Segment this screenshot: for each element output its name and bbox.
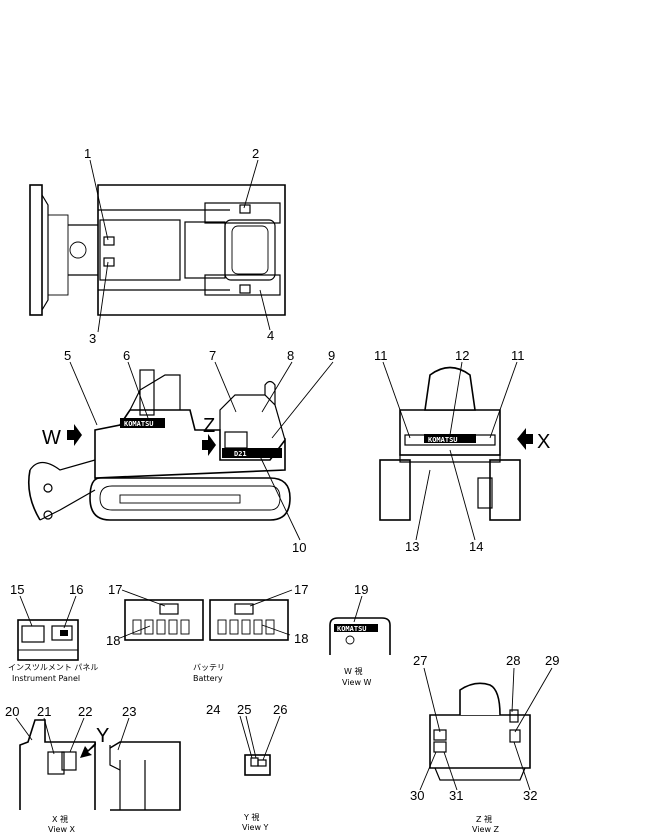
instrument-panel-caption-jp: インスツルメント パネル — [8, 663, 98, 672]
callout-19: 19 — [354, 582, 368, 597]
callout-2: 2 — [252, 146, 259, 161]
view-y-caption-jp: Y 視 — [243, 813, 259, 822]
view-x-drawing — [19, 719, 181, 811]
callout-10: 10 — [292, 540, 306, 555]
komatsu-plate-rear: KOMATSU — [428, 436, 458, 444]
callout-16: 16 — [69, 582, 83, 597]
callout-11-left: 11 — [374, 348, 388, 363]
view-w-marker: W — [42, 427, 61, 449]
top-view-drawing — [29, 184, 286, 316]
callout-20: 20 — [5, 704, 19, 719]
callout-1: 1 — [84, 146, 91, 161]
y-arrow-icon — [80, 742, 96, 758]
view-z-caption-en: View Z — [472, 825, 500, 833]
view-w-caption-jp: W 視 — [344, 667, 362, 676]
view-y-caption-en: View Y — [242, 823, 269, 832]
callout-8: 8 — [287, 348, 294, 363]
callout-6: 6 — [123, 348, 130, 363]
callout-27: 27 — [413, 653, 427, 668]
callout-29: 29 — [545, 653, 559, 668]
battery-caption-en: Battery — [193, 674, 223, 683]
view-z-drawing — [429, 682, 531, 781]
z-arrow-icon — [202, 434, 216, 456]
view-z-leader-lines — [419, 667, 553, 791]
view-x-caption-en: View X — [48, 825, 76, 833]
view-w-leader-line — [353, 595, 363, 623]
view-x-marker: X — [537, 431, 550, 453]
x-arrow-icon — [517, 428, 533, 450]
callout-17-left: 17 — [108, 582, 122, 597]
view-y-marker: Y — [96, 725, 109, 747]
komatsu-plate-side: KOMATSU — [124, 420, 154, 428]
komatsu-plate-view-w: KOMATSU — [337, 625, 367, 633]
side-view-drawing — [27, 369, 291, 521]
side-view-leader-lines — [69, 361, 334, 541]
callout-28: 28 — [506, 653, 520, 668]
callout-4: 4 — [267, 328, 274, 343]
callout-12: 12 — [455, 348, 469, 363]
callout-14: 14 — [469, 539, 483, 554]
view-w-drawing — [329, 617, 391, 655]
callout-30: 30 — [410, 788, 424, 803]
callout-9: 9 — [328, 348, 335, 363]
instrument-panel-caption-en: Instrument Panel — [12, 674, 80, 683]
callout-11-right: 11 — [511, 348, 525, 363]
callout-24: 24 — [206, 702, 220, 717]
model-plate-side: D21 — [234, 450, 247, 458]
callout-31: 31 — [449, 788, 463, 803]
callout-32: 32 — [523, 788, 537, 803]
w-arrow-icon — [67, 424, 82, 446]
instrument-panel-drawing — [17, 619, 79, 661]
view-w-caption-en: View W — [342, 678, 372, 687]
callout-5: 5 — [64, 348, 71, 363]
view-x-caption-jp: X 視 — [52, 815, 68, 824]
view-z-caption-jp: Z 視 — [476, 815, 492, 824]
top-view-leader-lines — [89, 159, 271, 333]
view-z-marker: Z — [203, 415, 215, 437]
view-y-leader-lines — [239, 715, 281, 761]
callout-26: 26 — [273, 702, 287, 717]
callout-21: 21 — [37, 704, 51, 719]
callout-22: 22 — [78, 704, 92, 719]
callout-25: 25 — [237, 702, 251, 717]
view-y-drawing — [244, 754, 271, 776]
callout-13: 13 — [405, 539, 419, 554]
callout-3: 3 — [89, 331, 96, 346]
callout-7: 7 — [209, 348, 216, 363]
instrument-panel-leader-lines — [19, 595, 77, 629]
battery-drawing — [124, 599, 289, 641]
battery-leader-lines — [119, 589, 293, 639]
callout-23: 23 — [122, 704, 136, 719]
view-x-leader-lines — [15, 717, 130, 755]
callout-15: 15 — [10, 582, 24, 597]
rear-view-leader-lines — [382, 361, 518, 541]
callout-17-right: 17 — [294, 582, 308, 597]
callout-18-right: 18 — [294, 631, 308, 646]
battery-caption-jp: バッテリ — [193, 663, 225, 672]
callout-18-left: 18 — [106, 633, 120, 648]
